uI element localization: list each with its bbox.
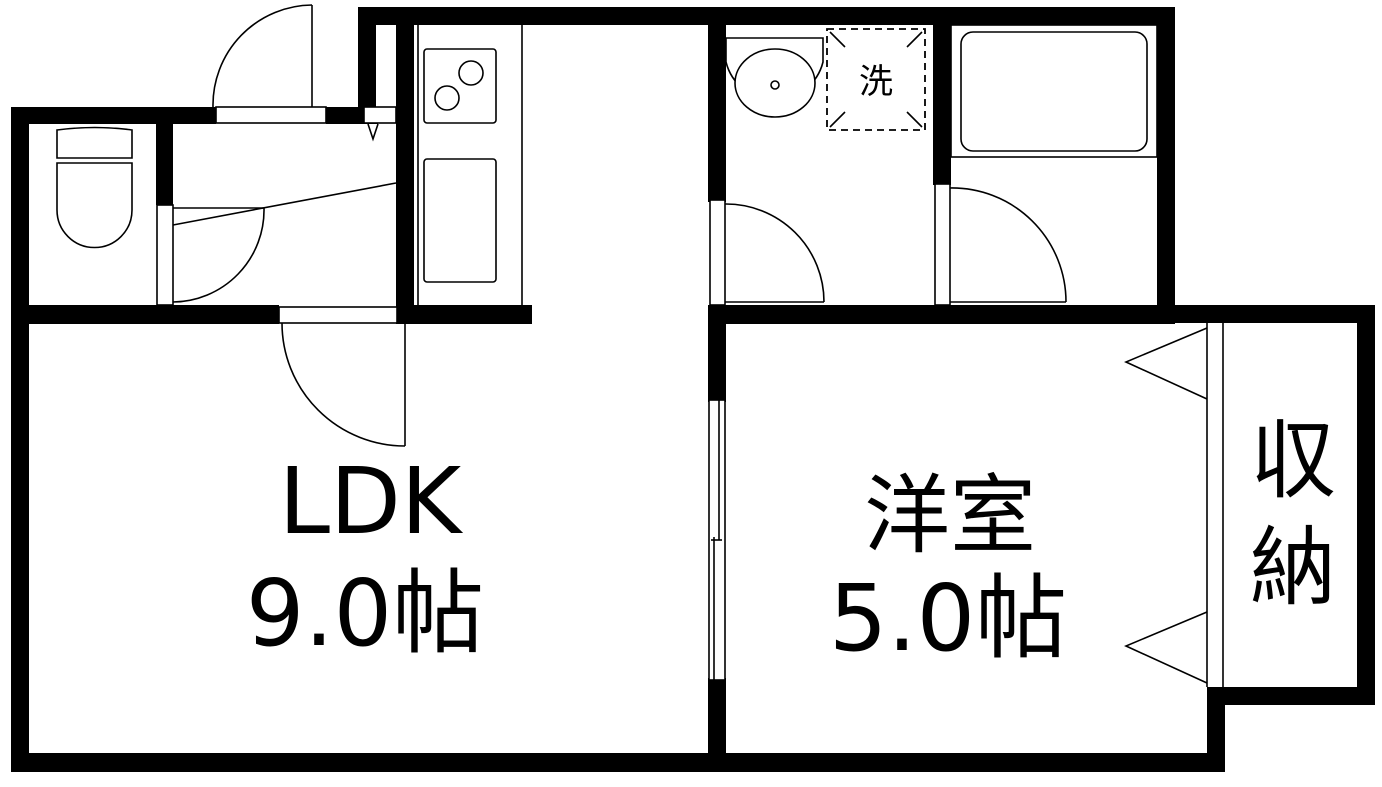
sink-icon xyxy=(423,158,497,283)
bathtub-icon xyxy=(950,24,1158,158)
entrance-door[interactable] xyxy=(212,4,327,124)
walls xyxy=(11,7,1375,772)
ldk-room: LDK 9.0帖 xyxy=(246,448,484,667)
bathroom-door[interactable] xyxy=(934,183,1067,306)
washer-label: 洗 xyxy=(859,62,893,102)
western-room: 洋室 5.0帖 xyxy=(829,466,1067,672)
storage-folding-doors[interactable] xyxy=(1124,323,1224,687)
storage-room: 収 納 xyxy=(1250,411,1336,618)
western-room-size: 5.0帖 xyxy=(829,565,1067,672)
ldk-room-name: LDK xyxy=(279,448,464,555)
sliding-door-ldk-western[interactable] xyxy=(708,399,726,681)
storage-label-char-1: 収 xyxy=(1250,411,1336,511)
hall-to-ldk-door[interactable] xyxy=(278,306,406,447)
washer-icon: 洗 xyxy=(826,28,926,131)
toilet-icon xyxy=(56,126,133,249)
washroom-door[interactable] xyxy=(709,199,825,306)
ldk-room-size: 9.0帖 xyxy=(246,560,484,667)
entrance-small-opening xyxy=(363,106,397,142)
western-room-name: 洋室 xyxy=(864,466,1036,566)
washbasin-icon xyxy=(725,37,824,118)
kitchen-counter xyxy=(417,25,523,305)
storage-label-char-2: 納 xyxy=(1250,518,1336,618)
stove-icon xyxy=(423,48,497,124)
toilet-door[interactable] xyxy=(156,182,397,306)
